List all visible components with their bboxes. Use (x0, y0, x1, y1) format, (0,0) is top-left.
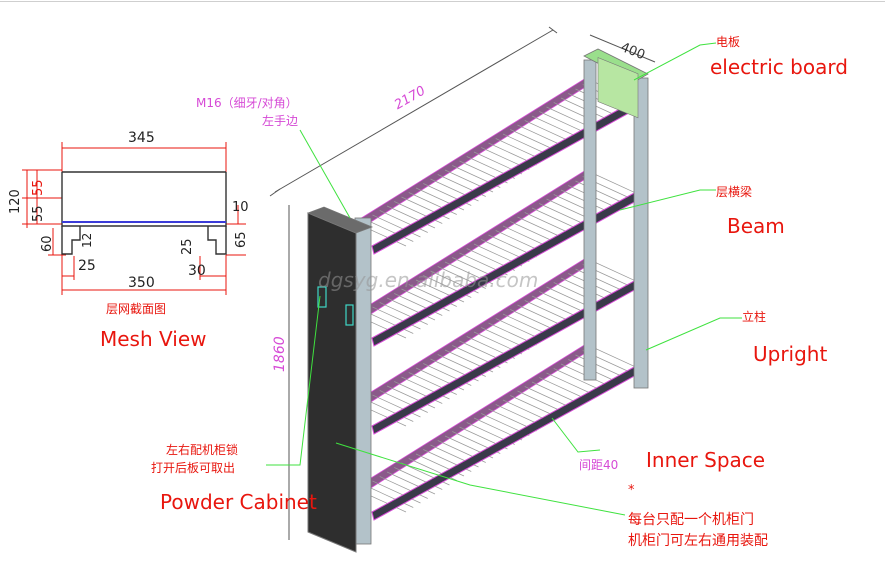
mesh-wire (372, 214, 421, 238)
powder-cabinet-label: Powder Cabinet (160, 490, 317, 514)
shelf-level-3 (354, 257, 639, 435)
electric-board-label: electric board (710, 55, 848, 79)
electric-board-front (597, 57, 639, 119)
beam-cn-label: 层横梁 (716, 185, 753, 199)
inner-space-cn-label: 间距40 (579, 458, 619, 472)
mesh-wire (531, 115, 581, 139)
cabinet-lock-icon (317, 286, 327, 308)
mesh-wire (575, 354, 624, 378)
cabinet-handle-icon (345, 304, 354, 326)
mesh-wire (365, 399, 414, 422)
mesh-wire (365, 485, 414, 508)
mesh-wire (365, 311, 414, 334)
cabinet-note-line1: 左右配机柜锁 (166, 443, 239, 457)
shelf-level-1 (354, 77, 639, 255)
door-note-star: * (628, 483, 635, 498)
mesh-wire (589, 345, 639, 369)
dim-345: 345 (128, 130, 155, 146)
mesh-wire (531, 295, 581, 319)
upright-label: Upright (753, 342, 828, 366)
mesh-view-label: Mesh View (100, 327, 207, 351)
beam-label: Beam (727, 214, 785, 238)
cabinet-note-line2: 打开后板可取出 (151, 461, 236, 475)
dim-350: 350 (128, 275, 155, 291)
mesh-wire (546, 372, 595, 396)
mesh-wire (372, 394, 421, 418)
mesh-view-cn-label: 层网截面图 (106, 302, 167, 316)
dim-bottom-30: 30 (188, 263, 206, 279)
m16-note-line2: 左手边 (262, 114, 299, 128)
mesh-wire (539, 377, 588, 400)
mesh-wire (539, 203, 588, 226)
mesh-wire (539, 291, 588, 314)
mesh-wire (365, 219, 414, 242)
mesh-wire (575, 180, 624, 204)
upright-back-right (583, 59, 597, 381)
top-border-line (0, 1, 885, 2)
mesh-wire (589, 259, 639, 283)
electric-board-cn-label: 电板 (716, 35, 741, 49)
shelf-level-4 (354, 343, 639, 521)
beam-front (371, 279, 639, 435)
door-note-line2: 机柜门可左右通用装配 (628, 533, 768, 549)
door-note-line1: 每台只配一个机柜门 (628, 512, 754, 528)
m16-note-line1: M16（细牙/对角） (196, 96, 298, 110)
upright-cn-label: 立柱 (742, 310, 767, 324)
beam-front (371, 99, 639, 255)
dim-height-1860: 1860 (272, 336, 288, 372)
upright-back-left (354, 217, 372, 545)
mesh-wire (589, 171, 639, 195)
dim-bottom-25: 25 (78, 258, 96, 274)
mesh-wire (539, 111, 588, 134)
upright-front-right (633, 77, 649, 389)
mesh-wire (553, 368, 602, 391)
mesh-wire (372, 306, 421, 330)
dim-10: 10 (232, 200, 249, 215)
mesh-wire (531, 207, 581, 231)
powder-cabinet-top (306, 206, 374, 234)
beam-front (371, 365, 639, 521)
mesh-wire (372, 480, 421, 504)
mesh-wire (531, 381, 581, 405)
inner-space-label: Inner Space (646, 448, 766, 472)
mesh-wire (575, 268, 624, 292)
watermark: dgsyg.en.alibaba.com (318, 268, 539, 292)
